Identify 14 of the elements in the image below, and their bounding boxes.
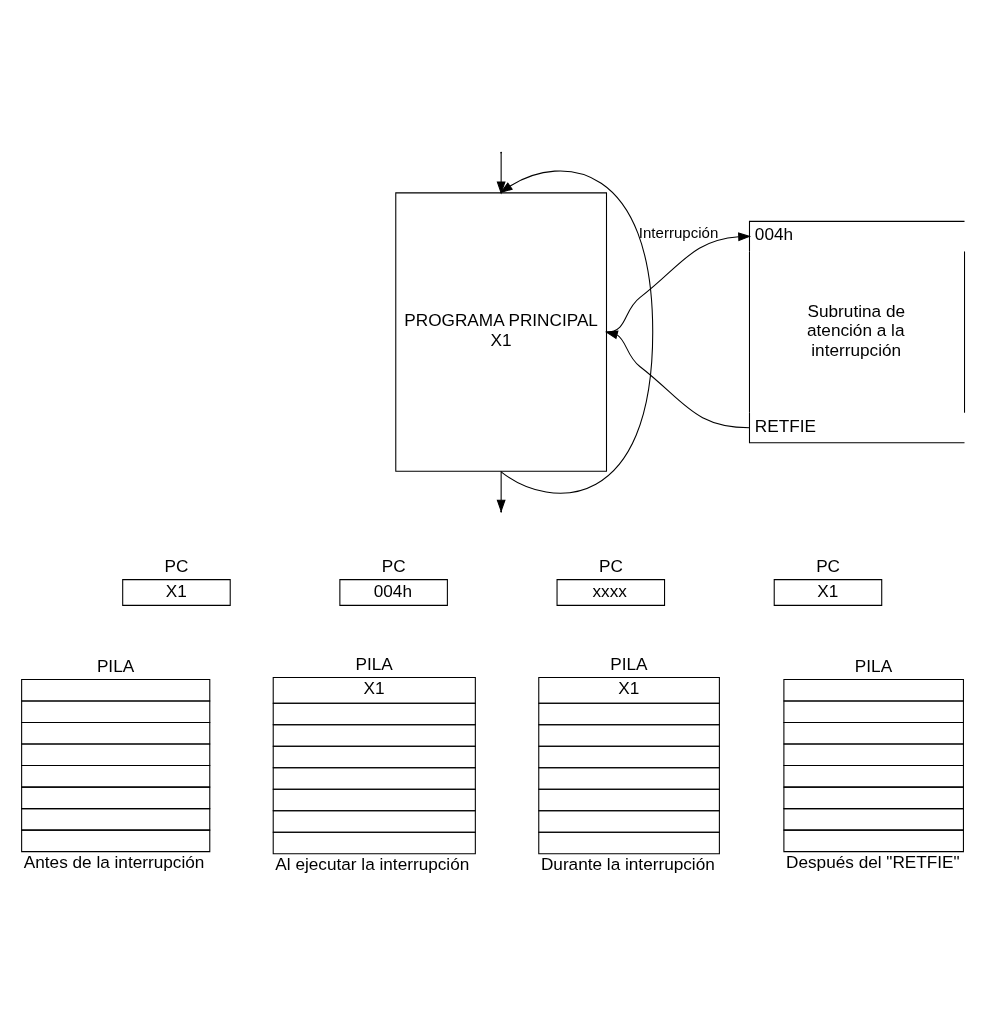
node-label: Durante la interrupción [540,853,715,874]
edge-label: Interrupción [638,223,719,241]
node-label: PC [598,555,623,576]
node-label: PILA [96,655,135,676]
node-label: Después del "RETFIE" [786,851,960,872]
node-label: PC [164,555,189,576]
node-label: Al ejecutar la interrupción [275,853,470,874]
node-label: PC [381,555,406,576]
node-text: 004h Subrutina de atención a la interrupción RETFIE [754,224,906,436]
node-label: PILA [854,655,893,676]
node-label: PILA [610,653,648,674]
node-label: PILA [355,653,393,674]
node-label: PC [816,555,841,576]
node-label: Antes de la interrupción [23,851,205,872]
